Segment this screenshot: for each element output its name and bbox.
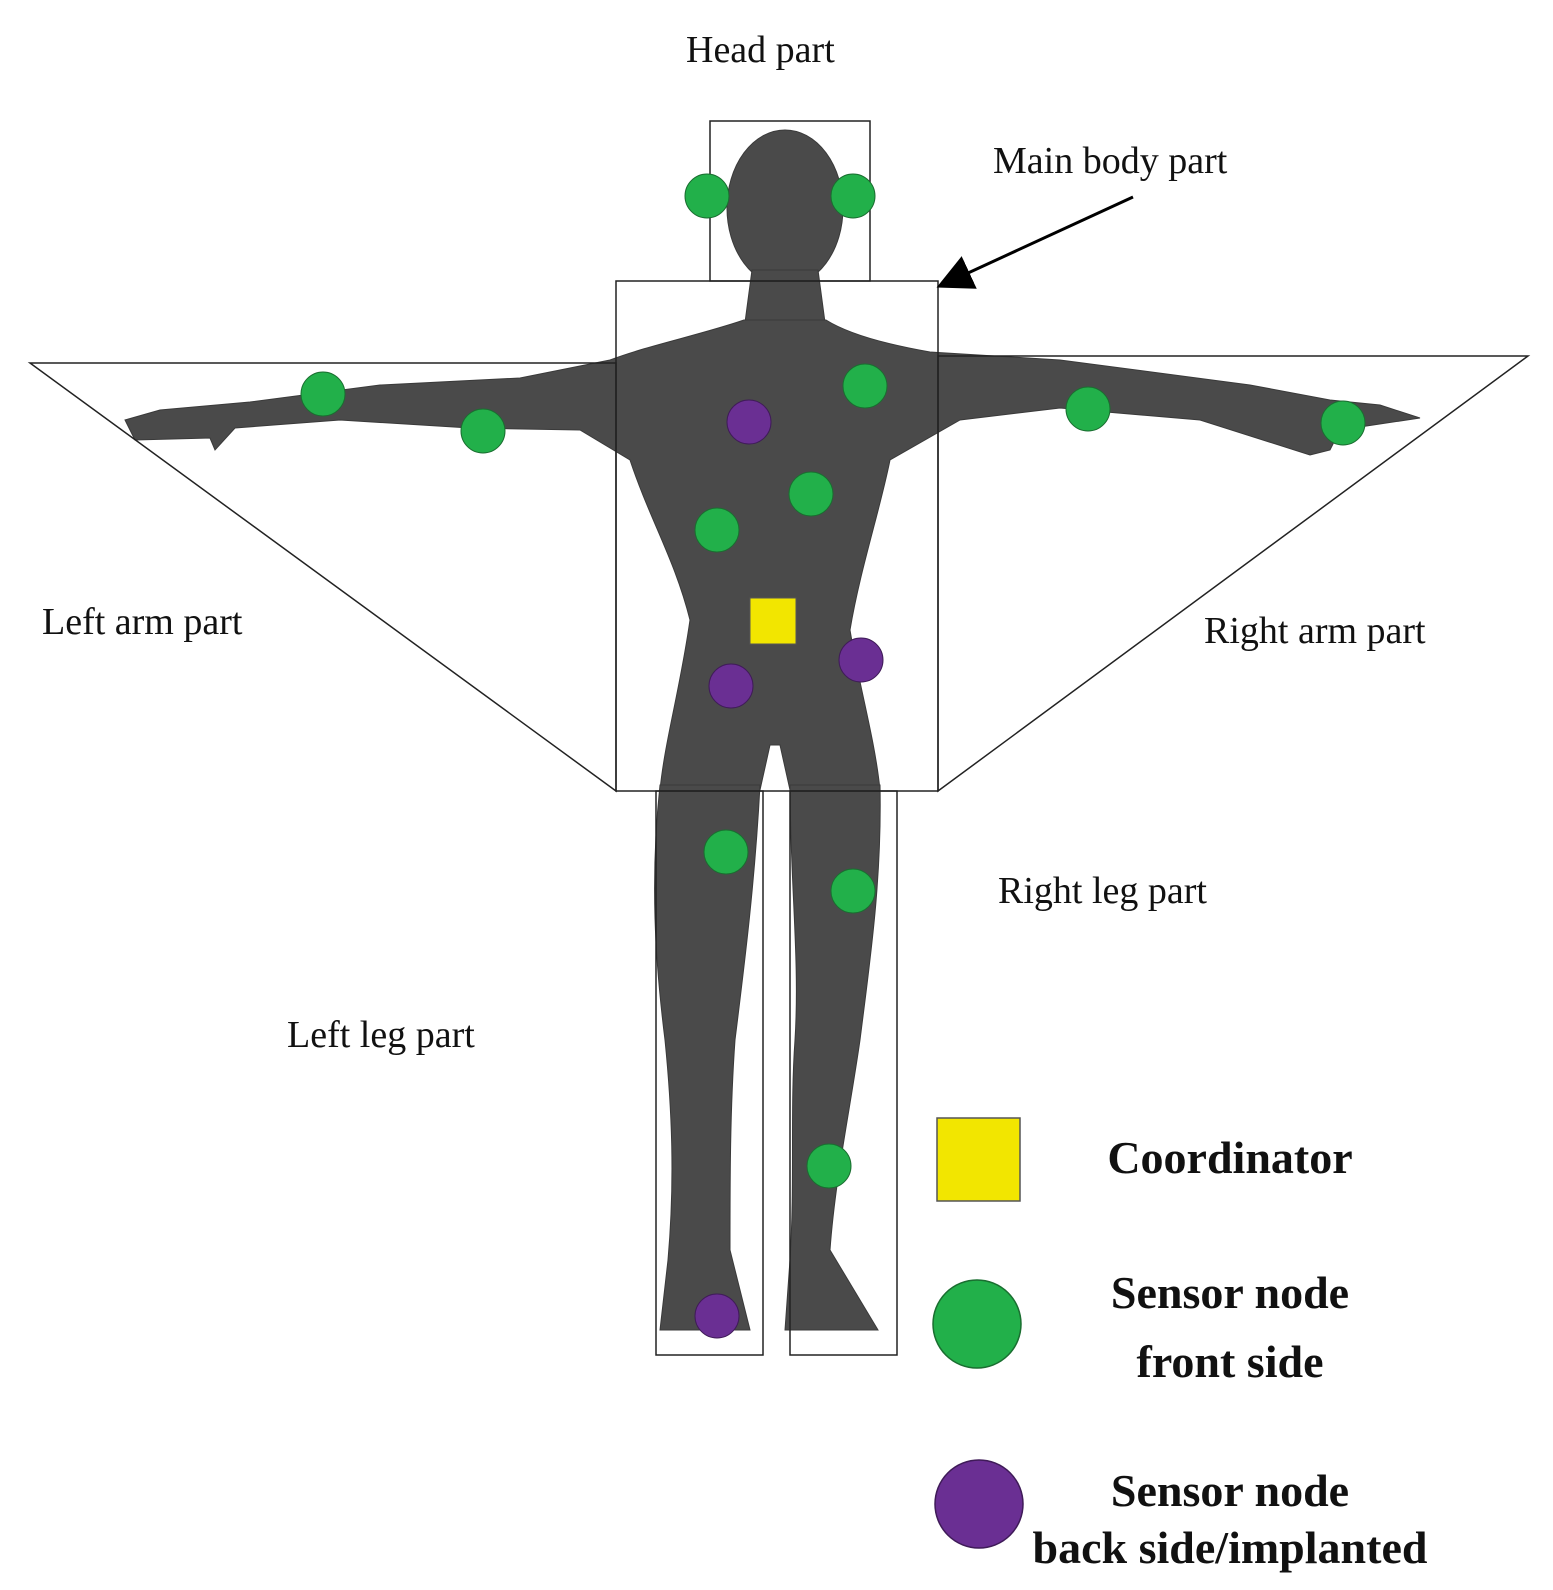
sensor-front-nodes bbox=[300, 173, 1366, 1189]
sensor-front-node bbox=[460, 408, 506, 454]
right-leg-region-label: Right leg part bbox=[998, 870, 1207, 912]
legend-sensor-front-line2: front side bbox=[1136, 1336, 1324, 1388]
figure-right-leg bbox=[784, 784, 881, 1331]
sensor-back-nodes bbox=[694, 399, 884, 1339]
left-arm-region-label: Left arm part bbox=[42, 601, 243, 643]
human-figure bbox=[124, 129, 1421, 1331]
main-body-region-label: Main body part bbox=[993, 140, 1228, 182]
sensor-front-node bbox=[830, 173, 876, 219]
sensor-back-node bbox=[838, 637, 884, 683]
left-arm-region-triangle bbox=[27, 362, 617, 793]
sensor-front-node bbox=[830, 868, 876, 914]
sensor-front-node bbox=[703, 829, 749, 875]
coordinator-node bbox=[749, 597, 797, 645]
legend-coordinator-label: Coordinator bbox=[1080, 1130, 1380, 1185]
figure-head bbox=[726, 129, 844, 287]
sensor-front-node bbox=[806, 1143, 852, 1189]
right-leg-region-box bbox=[789, 790, 898, 1356]
sensor-front-node bbox=[1065, 386, 1111, 432]
sensor-front-node bbox=[684, 173, 730, 219]
legend-coordinator-text: Coordinator bbox=[1107, 1132, 1353, 1183]
sensor-front-node bbox=[788, 471, 834, 517]
sensor-back-node bbox=[708, 663, 754, 709]
legend-sensor-front-symbol bbox=[932, 1279, 1022, 1369]
left-leg-region-label: Left leg part bbox=[287, 1014, 475, 1056]
legend-sensor-back-line1: Sensor node bbox=[1110, 1465, 1350, 1516]
sensor-front-node bbox=[842, 363, 888, 409]
left-leg-region-box bbox=[655, 790, 764, 1356]
legend-sensor-front-label: Sensor node front side bbox=[1080, 1265, 1380, 1389]
figure-left-leg bbox=[654, 784, 761, 1331]
legend-sensor-back-label: Sensor node back side/implanted bbox=[1020, 1463, 1440, 1575]
legend-sensor-front-line1: Sensor node bbox=[1110, 1267, 1350, 1318]
sensor-front-node bbox=[694, 507, 740, 553]
legend-sensor-back-symbol bbox=[934, 1459, 1024, 1549]
legend-coordinator-symbol bbox=[936, 1117, 1021, 1202]
sensor-front-node bbox=[300, 371, 346, 417]
right-arm-region-triangle bbox=[937, 355, 1531, 793]
legend-sensor-back-line2: back side/implanted bbox=[1032, 1522, 1428, 1574]
region-outlines bbox=[27, 120, 1531, 1356]
sensor-back-node bbox=[694, 1293, 740, 1339]
head-region-label: Head part bbox=[686, 29, 835, 71]
sensor-back-node bbox=[726, 399, 772, 445]
right-arm-region-label: Right arm part bbox=[1204, 610, 1426, 652]
main-body-arrow bbox=[936, 195, 1134, 289]
sensor-front-node bbox=[1320, 400, 1366, 446]
